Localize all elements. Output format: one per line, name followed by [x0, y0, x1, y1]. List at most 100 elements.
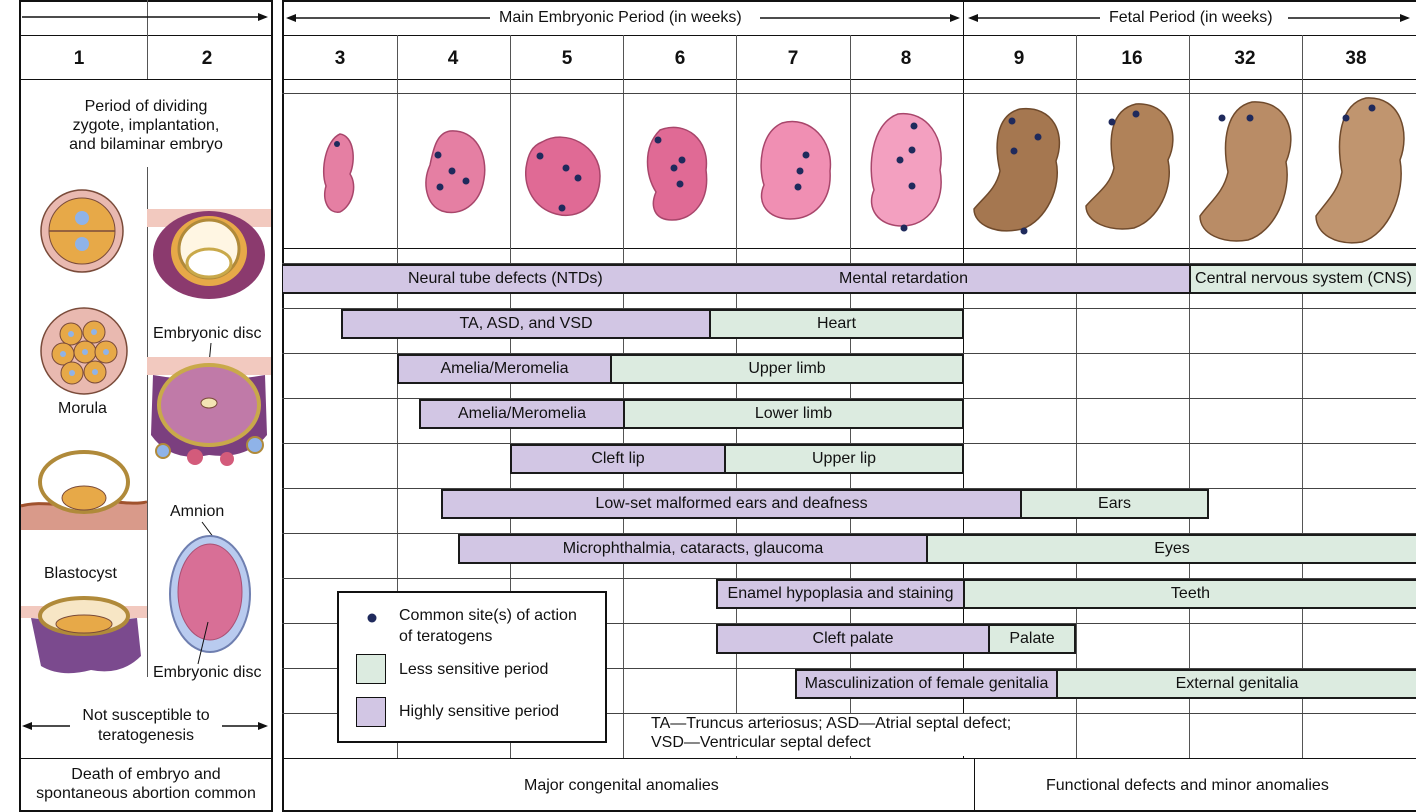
teeth-high-label: Enamel hypoplasia and staining — [727, 585, 954, 602]
week-3-label: 3 — [334, 48, 346, 69]
cns-high-bar: Neural tube defects (NTDs) Mental retard… — [283, 264, 1191, 294]
eyes-high-bar: Microphthalmia, cataracts, glaucoma — [458, 534, 928, 564]
upper-limb-low-bar: Upper limb — [610, 354, 964, 384]
grid-row-line — [282, 533, 1416, 534]
grid-row-line — [282, 263, 1416, 264]
heart-high-label: TA, ASD, and VSD — [459, 315, 593, 332]
genitalia-low-bar: External genitalia — [1056, 669, 1416, 699]
left-panel — [19, 0, 273, 812]
column-line — [510, 35, 511, 758]
lip-low-label: Upper lip — [811, 450, 877, 467]
left-footer-divider — [19, 758, 273, 759]
heart-low-label: Heart — [816, 315, 857, 332]
week-32-label: 32 — [1234, 48, 1256, 69]
left-column-divider-top — [147, 0, 148, 79]
grid-row-line — [282, 488, 1416, 489]
right-weeks-divider — [282, 79, 1416, 80]
palate-high-bar: Cleft palate — [716, 624, 990, 654]
fetus-week-38 — [1315, 97, 1405, 244]
week-6-label: 6 — [674, 48, 686, 69]
grid-row-line — [282, 93, 1416, 94]
column-line — [1189, 35, 1190, 758]
morula-illustration — [40, 307, 128, 395]
period-text-line-3: and bilaminar embryo — [69, 136, 223, 153]
blastocyst-label: Blastocyst — [44, 565, 117, 582]
zygote-illustration — [40, 189, 124, 273]
week-7-label: 7 — [787, 48, 799, 69]
amniotic-sac-illustration — [169, 521, 251, 665]
column-line — [623, 35, 624, 758]
ears-high-label: Low-set malformed ears and deafness — [595, 495, 868, 512]
teeth-low-label: Teeth — [1170, 585, 1211, 602]
right-footer-divider — [282, 758, 1416, 759]
fetus-week-16 — [1085, 103, 1174, 230]
week-1-label: 1 — [73, 48, 85, 69]
grid-row-line — [282, 713, 1416, 714]
grid-row-line — [282, 668, 1416, 669]
grid-row-line — [282, 578, 1416, 579]
grid-row-line — [282, 443, 1416, 444]
embryo-week-7 — [760, 120, 832, 220]
lip-high-bar: Cleft lip — [510, 444, 726, 474]
embryo-week-6 — [646, 126, 708, 221]
week-5-label: 5 — [561, 48, 573, 69]
upper-limb-high-label: Amelia/Meromelia — [440, 360, 569, 377]
death-line-2: spontaneous abortion common — [36, 785, 256, 802]
left-weeks-divider — [19, 79, 273, 80]
right-panel — [282, 0, 1416, 812]
legend-less-swatch — [356, 654, 386, 684]
teeth-high-bar: Enamel hypoplasia and staining — [716, 579, 965, 609]
right-header-divider — [282, 35, 1416, 36]
major-anomalies-label: Major congenital anomalies — [524, 777, 719, 794]
death-line-1: Death of embryo and — [71, 766, 221, 783]
teeth-low-bar: Teeth — [963, 579, 1416, 609]
not-susceptible-line-1: Not susceptible to — [82, 707, 210, 724]
grid-row-line — [282, 623, 1416, 624]
left-column-divider-mid — [147, 167, 148, 677]
week-38-label: 38 — [1345, 48, 1367, 69]
blastocyst-early-illustration — [20, 450, 148, 530]
blastocyst-implanting-illustration — [21, 596, 147, 674]
legend-high-swatch — [356, 697, 386, 727]
right-embryo-divider — [282, 248, 1416, 249]
week-2-label: 2 — [201, 48, 213, 69]
column-line — [1302, 35, 1303, 758]
legend-less-label: Less sensitive period — [399, 661, 549, 678]
left-header-divider — [19, 35, 273, 36]
not-susceptible-line-2: teratogenesis — [97, 727, 195, 744]
lower-limb-low-label: Lower limb — [754, 405, 833, 422]
grid-row-line — [282, 308, 1416, 309]
week-9-label: 9 — [1013, 48, 1025, 69]
cns-low-bar: Central nervous system (CNS) — [1189, 264, 1416, 294]
heart-low-bar: Heart — [709, 309, 964, 339]
eyes-high-label: Microphthalmia, cataracts, glaucoma — [562, 540, 824, 557]
cns-ntd-label: Neural tube defects (NTDs) — [408, 270, 603, 287]
week-8-label: 8 — [900, 48, 912, 69]
period-text-line-2: zygote, implantation, — [72, 117, 220, 134]
abbreviation-backdrop — [647, 714, 1037, 756]
period-text-line-1: Period of dividing — [84, 98, 208, 115]
footer-divider — [974, 758, 975, 812]
eyes-low-label: Eyes — [1154, 540, 1190, 557]
column-line — [736, 35, 737, 758]
embryo-week-5 — [525, 136, 601, 217]
morula-label: Morula — [58, 400, 107, 417]
embryonic-disc-label-bottom: Embryonic disc — [153, 664, 262, 681]
week-4-label: 4 — [447, 48, 459, 69]
grid-row-line — [282, 398, 1416, 399]
bilaminar-embryo-mid-illustration — [147, 342, 271, 466]
column-line — [397, 35, 398, 758]
eyes-low-bar: Eyes — [926, 534, 1416, 564]
ears-low-bar: Ears — [1020, 489, 1209, 519]
column-line — [850, 35, 851, 758]
ears-high-bar: Low-set malformed ears and deafness — [441, 489, 1022, 519]
abbreviation-line-1: TA—Truncus arteriosus; ASD—Atrial septal… — [651, 715, 1012, 732]
fetus-week-9 — [973, 108, 1061, 235]
main-period-label: Main Embryonic Period (in weeks) — [499, 9, 742, 26]
lip-high-label: Cleft lip — [591, 450, 645, 467]
ears-low-label: Ears — [1098, 495, 1131, 512]
cns-mental-label: Mental retardation — [839, 270, 968, 287]
upper-limb-low-label: Upper limb — [748, 360, 826, 377]
